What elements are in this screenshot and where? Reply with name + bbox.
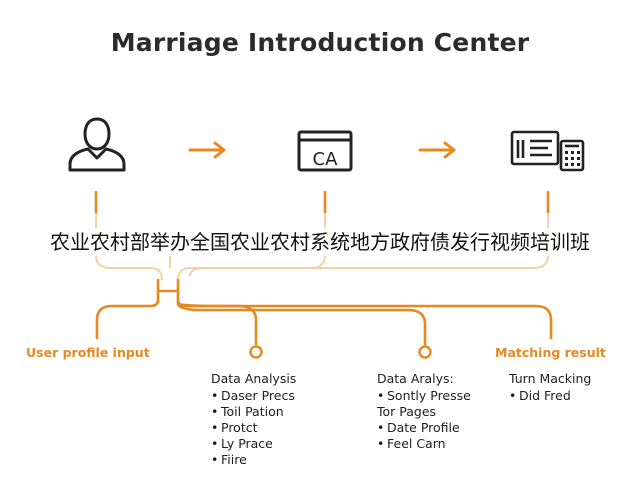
user-icon — [68, 117, 126, 172]
ca-card-text: CA — [313, 149, 339, 170]
arrow-right-icon — [188, 141, 226, 159]
column-turn-macking: Turn Macking Did Fred — [509, 371, 591, 404]
node-circle — [249, 345, 263, 359]
list-item: Fiire — [211, 452, 296, 468]
column-data-analysis: Data Analysis Daser Precs Toil Pation Pr… — [211, 371, 296, 468]
step-label-matching-result: Matching result — [495, 345, 606, 360]
node-circle — [418, 345, 432, 359]
connector-lines — [94, 190, 553, 346]
list-item: Toil Pation — [211, 404, 296, 420]
list-item: Tor Pages — [377, 404, 437, 419]
list-item: Daser Precs — [211, 388, 296, 404]
ca-card-icon: CA — [297, 130, 353, 172]
list-item: Sontly Presse — [377, 388, 471, 404]
connector-lines-light — [95, 195, 549, 281]
overlay-caption: 农业农村部举办全国农业农村系统地方政府债发行视频培训班 — [0, 228, 640, 256]
list-item: Protct — [211, 420, 296, 436]
column-heading: Data Analysis — [211, 371, 297, 386]
step-label-user-profile: User profile input — [26, 345, 150, 360]
column-heading: Turn Macking — [509, 371, 592, 386]
list-item: Date Profile — [377, 420, 471, 436]
list-item: Did Fred — [509, 388, 591, 404]
list-item: Ly Prace — [211, 436, 296, 452]
arrow-right-icon — [418, 141, 456, 159]
column-heading: Data Aralys: — [377, 371, 454, 386]
column-data-aralys: Data Aralys: Sontly Presse Tor Pages Dat… — [377, 371, 471, 452]
page-title: Marriage Introduction Center — [110, 28, 530, 57]
document-calculator-icon — [510, 130, 585, 172]
list-item: Feel Carn — [377, 436, 471, 452]
